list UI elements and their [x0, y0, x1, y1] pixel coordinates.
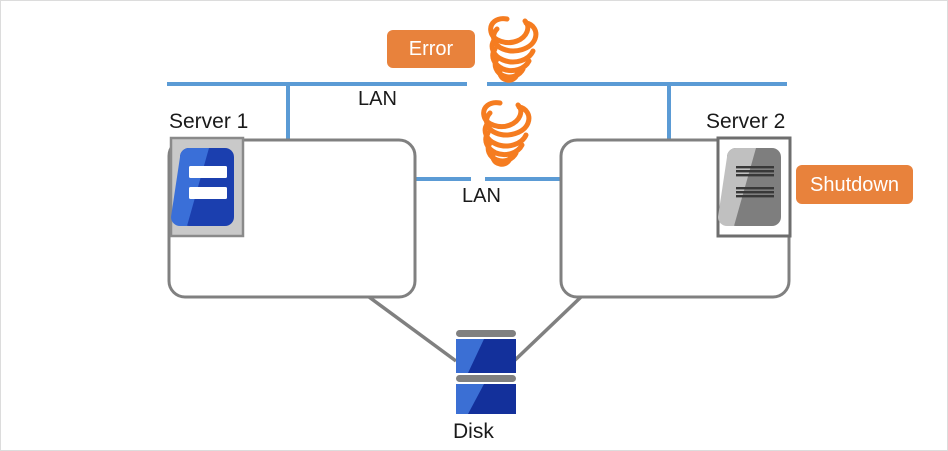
disk-connectors	[367, 295, 583, 363]
server-icon-gray-bar-2	[736, 187, 774, 198]
status-badge-error[interactable]: Error	[387, 30, 475, 68]
disk-label: Disk	[453, 420, 494, 443]
disk-platter-top-highlight	[456, 339, 484, 373]
connector-server2-disk	[512, 295, 583, 363]
server-icon-blue-bar-2	[189, 187, 227, 199]
connector-server1-disk	[367, 295, 458, 363]
server-icon-blue-bar-1	[189, 166, 227, 178]
lan-top-label: LAN	[358, 88, 397, 110]
server-icon-blue	[169, 136, 245, 238]
server-icon-gray-bar-1	[736, 166, 774, 177]
lan-top-network	[167, 82, 787, 141]
disk-icon	[456, 330, 516, 414]
server2-label: Server 2	[706, 110, 786, 133]
status-badge-shutdown[interactable]: Shutdown	[796, 165, 913, 204]
scribble-coil-icon-top	[488, 16, 539, 83]
disk-cap-top	[456, 330, 516, 337]
server-icon-gray	[716, 136, 792, 238]
scribble-coil-icon-middle	[481, 100, 532, 167]
disk-platter-bottom-highlight	[456, 384, 484, 414]
disk-cap-middle	[456, 375, 516, 382]
server1-label: Server 1	[169, 110, 249, 133]
lan-mid-label: LAN	[462, 185, 501, 207]
